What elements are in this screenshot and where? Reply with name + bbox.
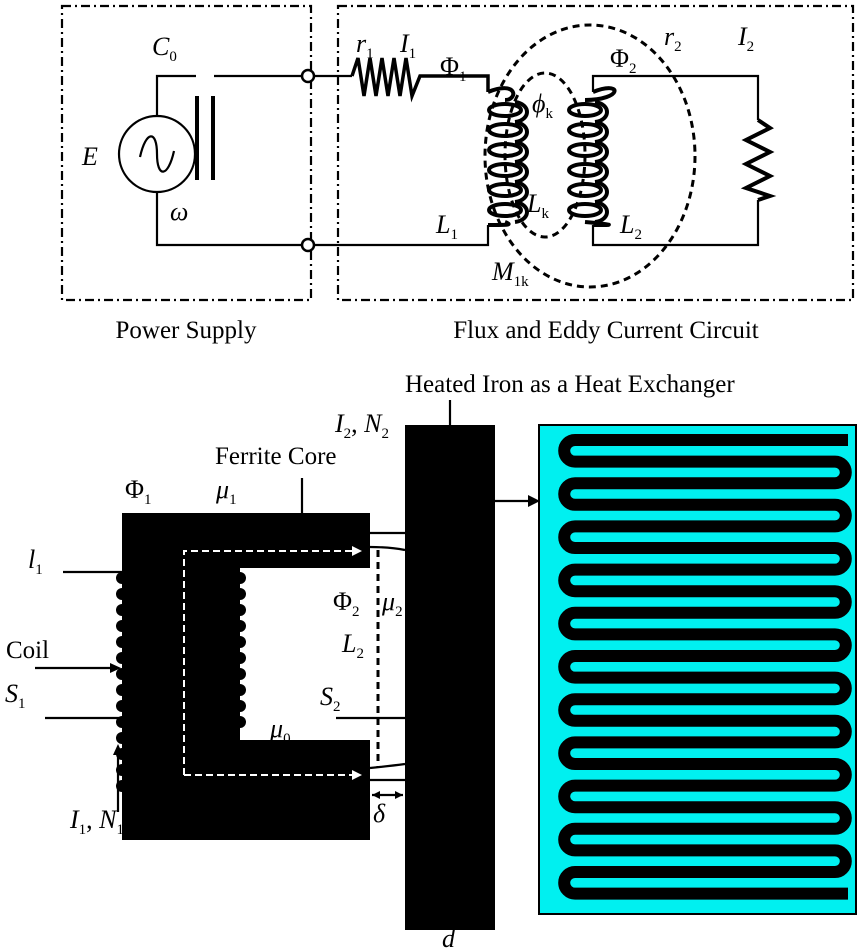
coil-turn [487,102,523,118]
label-i1: I1 [399,29,416,62]
label-i2-n2: I2, N2 [334,409,389,442]
coil-turn [487,182,523,198]
source-wires [155,74,302,247]
winding-turn [234,700,246,712]
winding-turn [116,668,128,680]
secondary-wires [591,74,760,247]
winding-turn [116,700,128,712]
label-phi2: Φ2 [610,44,637,77]
winding-turn [116,636,128,648]
winding-turn [116,684,128,696]
gap-lines [369,531,406,782]
winding-turn [234,588,246,600]
heat-exchanger-panel [538,424,857,915]
coil-turn [567,102,603,118]
mutual-flux-loop [483,23,697,289]
winding-turn [116,588,128,600]
leakage-flux-loop [503,71,587,239]
physical-structure: Heated Iron as a Heat Exchanger Ferrite … [5,371,857,950]
coil-l1 [487,86,529,227]
winding-turn [116,620,128,632]
label-i2: I2 [737,22,754,55]
terminal [300,237,316,253]
label-lk: Lk [526,189,549,222]
label-phi1: Φ1 [440,52,467,85]
flux-path [183,550,352,776]
resistor-r2 [740,118,777,202]
heat-exchanger-caption: Heated Iron as a Heat Exchanger [405,371,735,398]
label-mu0: μ0 [269,714,291,747]
wire [314,225,490,247]
label-r2: r2 [664,22,682,55]
label-l2: L2 [619,210,642,243]
arrowhead-icon [110,663,121,673]
winding-turn [234,652,246,664]
flux-circuit-frame [336,4,855,302]
winding-turn [234,716,246,728]
coil-lead [584,220,611,227]
label-c0: C0 [152,32,177,65]
winding-turn [116,572,128,584]
sine-wave-icon [138,135,176,173]
ferrite-core-caption: Ferrite Core [215,443,336,470]
winding-turn [234,668,246,680]
terminal [300,68,316,84]
equivalent-circuit: Power Supply Flux and Eddy Current Circu… [60,4,855,344]
coil-lead [584,86,617,102]
winding-turn [234,636,246,648]
winding-turn [116,652,128,664]
arrowhead-icon [528,495,540,507]
label-m1k: M1k [491,257,529,290]
power-supply-frame [60,4,313,302]
heated-iron-plate [405,425,495,930]
label-phik: ϕk [532,89,553,122]
label-phi1: Φ1 [125,475,152,508]
label-omega: ω [170,197,188,226]
coil-turn [567,162,603,178]
ferrite-core [122,513,370,840]
label-l2: L2 [341,629,364,662]
label-i1-n1: I1, N1 [69,805,124,838]
label-mu2: μ2 [381,587,403,620]
coil-turn [487,122,523,138]
coil-windings [116,572,246,792]
winding-turn [234,572,246,584]
coil-lead [487,220,511,227]
serpentine-pipe [558,434,852,900]
coil-lead [487,86,516,102]
coil-caption: Coil [6,637,49,664]
label-l1-length: l1 [28,545,43,578]
label-s1: S1 [5,679,26,712]
winding-turn [116,732,128,744]
coil-turn [514,200,529,224]
coil-turn [594,200,609,224]
resistor-r1 [350,57,490,103]
label-l1: L1 [435,210,458,243]
label-d: d [442,924,456,950]
label-e: E [81,142,98,171]
label-phi2: Φ2 [333,587,360,620]
arrowhead-icon [113,744,123,755]
coil-turn [567,182,603,198]
label-s2: S2 [320,682,341,715]
winding-turn [234,604,246,616]
winding-turn [234,684,246,696]
coil-turn [487,162,523,178]
coil-turn [567,202,603,218]
flux-circuit-caption: Flux and Eddy Current Circuit [453,317,759,344]
winding-turn [116,604,128,616]
coil-turn [487,202,523,218]
power-supply-caption: Power Supply [116,317,257,344]
label-delta: δ [373,799,386,828]
label-r1: r1 [356,29,374,62]
winding-turn [234,620,246,632]
label-mu1: μ1 [215,475,237,508]
double-arrow-icon [372,791,403,799]
